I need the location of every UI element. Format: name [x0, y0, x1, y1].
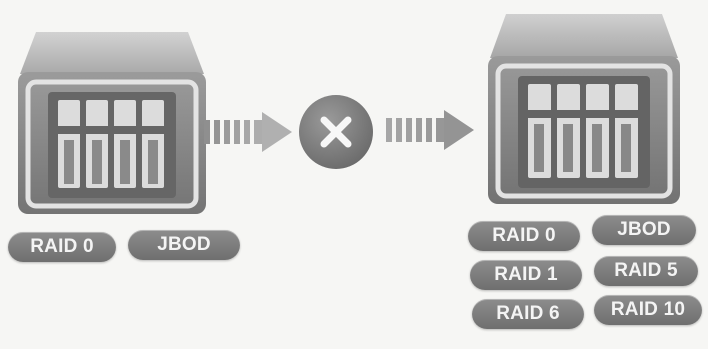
raid-level-badge: RAID 1: [470, 260, 582, 290]
raid-level-badge: RAID 0: [8, 232, 116, 262]
raid-level-badge: JBOD: [128, 230, 240, 260]
raid-level-badge: JBOD: [592, 215, 696, 245]
target-nas-device-icon: [484, 10, 684, 208]
raid-level-badge: RAID 5: [594, 256, 698, 286]
dashed-arrow-right-icon: [202, 110, 294, 154]
dashed-arrow-right-icon: [384, 108, 476, 152]
raid-level-badge: RAID 0: [468, 221, 580, 251]
source-nas-device-icon: [14, 28, 210, 218]
raid-level-badge: RAID 10: [594, 295, 702, 325]
raid-level-badge: RAID 6: [472, 299, 584, 329]
x-circle-icon: [296, 92, 376, 172]
